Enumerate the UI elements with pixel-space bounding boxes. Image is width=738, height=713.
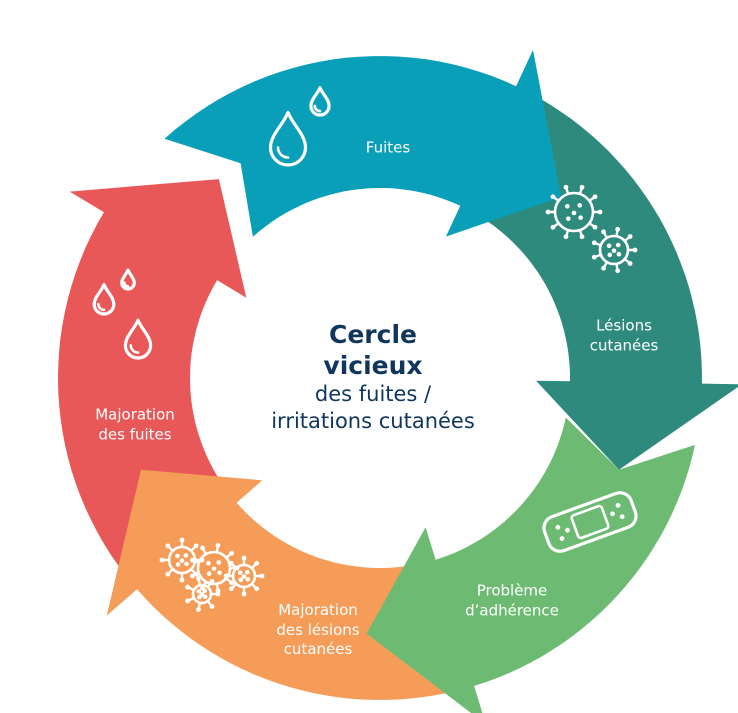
label-line: des fuites [98,425,172,443]
label-line: Fuites [365,138,411,157]
label-line: des lésions [276,620,360,639]
arrow-majoration-lesions [106,469,447,700]
label-line: Majoration [95,405,175,424]
water-drops-icon [268,86,331,167]
diagram-center-title: Cercle vicieux des fuites / irritations … [271,320,475,436]
center-title-line-1: Cercle [329,320,417,350]
label-line: Majoration [278,600,358,619]
water-drops-icon [92,268,153,360]
center-title-line-2: vicieux [323,350,423,380]
label-line: d’adhérence [465,601,559,619]
center-subtitle-line-2: irritations cutanées [271,409,475,434]
label-line: cutanées [589,336,659,354]
bacteria-cluster-icon [159,537,265,612]
bandage-icon [542,491,638,553]
arrow-fuites [164,49,561,237]
label-line: Problème [476,581,548,600]
arrow-adherence [366,417,695,713]
bacteria-icon [545,184,638,274]
center-subtitle-line-1: des fuites / [314,382,432,407]
label-fuites: Fuites [366,138,410,158]
label-line: Lésions [596,316,652,335]
arrow-majoration-fuites [58,179,247,568]
label-line: cutanées [283,639,353,658]
